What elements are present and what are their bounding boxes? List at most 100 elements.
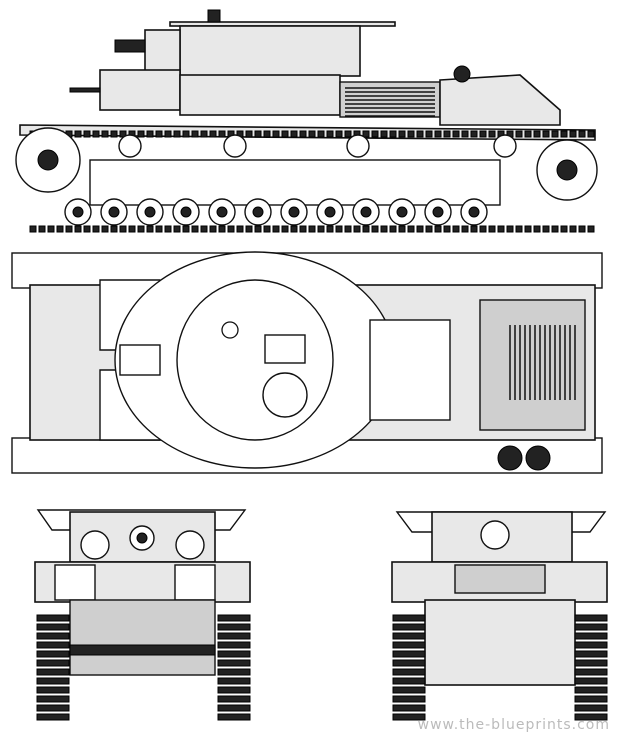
engine-grille — [345, 87, 435, 117]
track-link — [65, 225, 73, 233]
track-link — [560, 225, 568, 233]
track-link — [392, 686, 426, 694]
front-lower-plate — [69, 644, 216, 656]
track-link — [137, 225, 145, 233]
road-wheel-hub — [324, 206, 336, 218]
track-link — [164, 225, 172, 233]
exhaust-right — [525, 445, 551, 471]
road-wheel-hub — [216, 206, 228, 218]
track-link — [36, 668, 70, 676]
track-link — [392, 623, 426, 631]
track-link — [524, 225, 532, 233]
turret-hatch — [207, 9, 221, 23]
machine-gun-barrel — [114, 39, 146, 53]
rear-turret-port — [480, 520, 510, 550]
track-link — [217, 641, 251, 649]
rear-turret-gun — [453, 65, 471, 83]
track-link — [574, 713, 608, 721]
track-link — [36, 677, 70, 685]
track-link — [36, 704, 70, 712]
track-link — [574, 695, 608, 703]
track-link — [425, 130, 433, 138]
track-link — [191, 225, 199, 233]
track-link — [488, 130, 496, 138]
track-link — [217, 677, 251, 685]
track-link — [362, 130, 370, 138]
track-link — [317, 225, 325, 233]
track-link — [574, 668, 608, 676]
track-link — [574, 623, 608, 631]
track-link — [470, 130, 478, 138]
track-link — [416, 225, 424, 233]
track-link — [569, 130, 577, 138]
track-link — [392, 614, 426, 622]
exhaust-left — [497, 445, 523, 471]
front-mg-turret-right — [174, 564, 216, 601]
hull-gun-barrel — [69, 87, 101, 93]
track-link — [36, 659, 70, 667]
gun-mantlet-top — [119, 344, 161, 376]
track-link — [173, 130, 181, 138]
track-link — [452, 225, 460, 233]
return-roller — [118, 134, 142, 158]
track-link — [245, 225, 253, 233]
road-wheel-hub — [396, 206, 408, 218]
track-link — [308, 225, 316, 233]
track-link — [574, 614, 608, 622]
track-link — [137, 130, 145, 138]
track-link — [434, 130, 442, 138]
track-link — [389, 225, 397, 233]
track-link — [227, 225, 235, 233]
track-link — [209, 225, 217, 233]
track-link — [392, 632, 426, 640]
track-link — [110, 225, 118, 233]
track-link — [92, 130, 100, 138]
mid-hull — [179, 74, 341, 116]
track-link — [308, 130, 316, 138]
track-link — [290, 225, 298, 233]
track-link — [488, 225, 496, 233]
track-link — [542, 225, 550, 233]
track-link — [380, 130, 388, 138]
track-link — [479, 225, 487, 233]
road-wheel-hub — [432, 206, 444, 218]
track-link — [173, 225, 181, 233]
track-link — [524, 130, 532, 138]
track-link — [578, 130, 586, 138]
track-link — [551, 130, 559, 138]
track-link — [299, 225, 307, 233]
return-roller — [346, 134, 370, 158]
track-link — [574, 632, 608, 640]
track-link — [326, 225, 334, 233]
track-link — [569, 225, 577, 233]
main-turret-top — [176, 279, 334, 441]
track-link — [506, 225, 514, 233]
engine-deck-grille — [509, 325, 576, 400]
road-wheel-hub — [108, 206, 120, 218]
track-link — [217, 659, 251, 667]
track-link — [574, 686, 608, 694]
return-roller — [493, 134, 517, 158]
track-link — [344, 130, 352, 138]
track-link — [36, 614, 70, 622]
track-link — [574, 650, 608, 658]
track-link — [434, 225, 442, 233]
track-link — [443, 130, 451, 138]
front-mg-port-right — [175, 530, 205, 560]
track-link — [461, 225, 469, 233]
top-view — [11, 251, 603, 474]
track-link — [574, 677, 608, 685]
commander-hatch — [262, 372, 308, 418]
track-link — [371, 225, 379, 233]
track-link — [560, 130, 568, 138]
front-view — [34, 509, 251, 721]
track-link — [335, 225, 343, 233]
track-link — [36, 641, 70, 649]
main-turret — [179, 25, 361, 77]
track-link — [92, 225, 100, 233]
track-link — [533, 130, 541, 138]
rear-turret-top — [369, 319, 451, 421]
front-glacis — [69, 599, 216, 676]
track-link — [29, 225, 37, 233]
track-link — [299, 130, 307, 138]
